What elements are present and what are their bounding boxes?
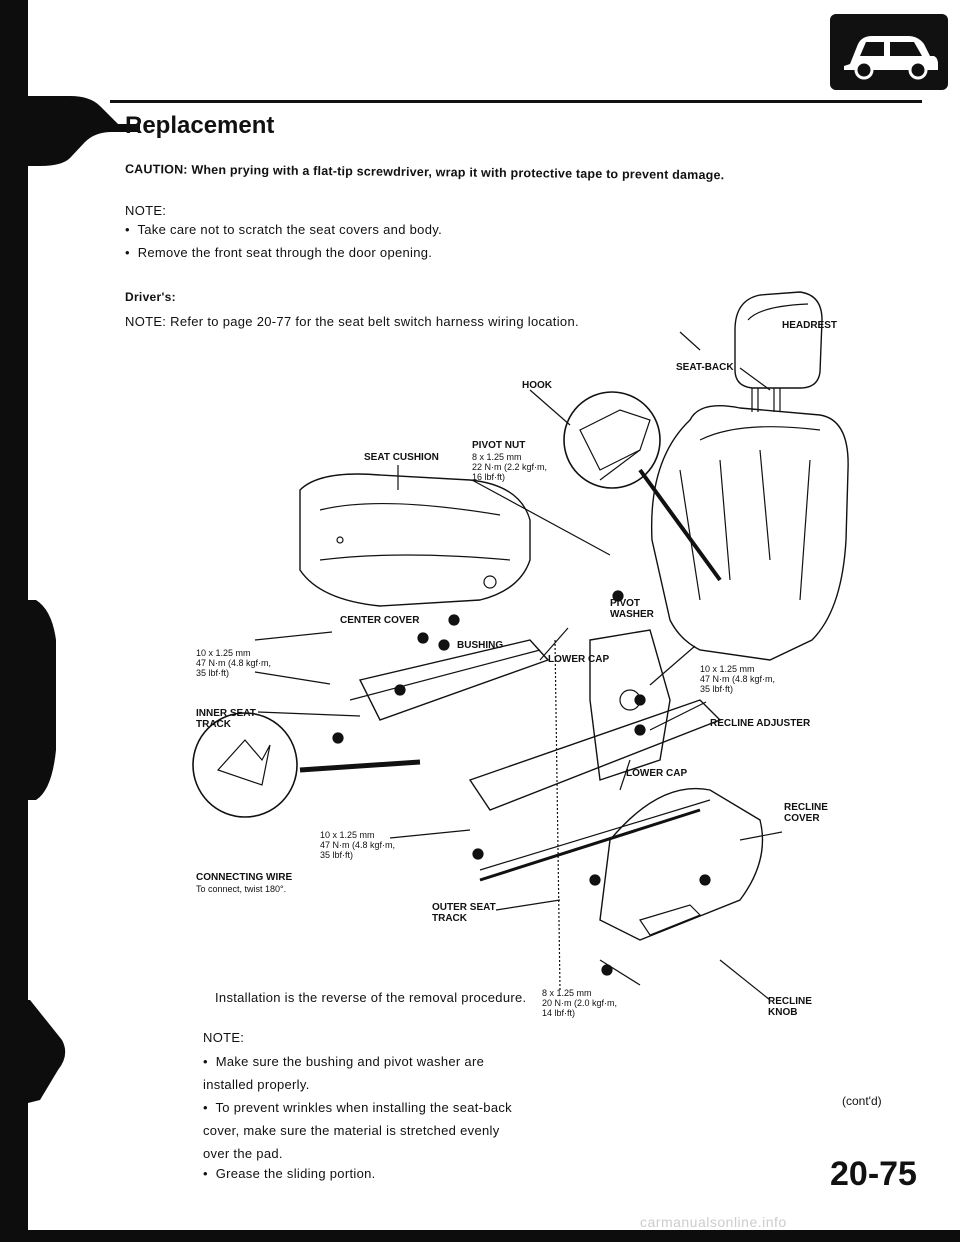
label-seat-back: SEAT-BACK (676, 362, 734, 373)
section-tab-shape (0, 96, 140, 166)
header-rule (110, 100, 922, 103)
continued-label: (cont'd) (842, 1094, 882, 1108)
label-recline-knob: RECLINE KNOB (768, 996, 812, 1018)
installation-text: Installation is the reverse of the remov… (215, 990, 527, 1005)
page-title: Replacement (125, 112, 275, 139)
note-item: • Remove the front seat through the door… (125, 245, 433, 260)
spec-bolt-left: 10 x 1.25 mm 47 N·m (4.8 kgf·m, 35 lbf·f… (196, 648, 272, 678)
label-lower-cap-2: LOWER CAP (626, 768, 688, 779)
section-tab-shape (0, 600, 56, 800)
note-label: NOTE: (125, 203, 167, 218)
section-tab-shape (0, 1000, 66, 1110)
label-bushing: BUSHING (457, 640, 504, 651)
label-outer-seat-track: OUTER SEAT TRACK (432, 902, 496, 924)
spec-bolt-right: 10 x 1.25 mm 47 N·m (4.8 kgf·m, 35 lbf·f… (700, 664, 776, 694)
note-item-text: Take care not to scratch the seat covers… (137, 222, 442, 237)
installation-note-text: To prevent wrinkles when installing the … (203, 1100, 512, 1161)
label-lower-cap: LOWER CAP (548, 654, 610, 665)
connecting-wire-note: To connect, twist 180°. (196, 884, 287, 894)
label-center-cover: CENTER COVER (340, 615, 420, 626)
installation-note-item: • Grease the sliding portion. (203, 1166, 376, 1181)
installation-note-text: Grease the sliding portion. (215, 1166, 376, 1181)
label-hook: HOOK (522, 380, 552, 391)
installation-note-text: Make sure the bushing and pivot washer a… (203, 1054, 485, 1092)
label-pivot-washer: PIVOT WASHER (610, 598, 654, 620)
spec-bolt-center: 10 x 1.25 mm 47 N·m (4.8 kgf·m, 35 lbf·f… (320, 830, 396, 860)
label-seat-cushion: SEAT CUSHION (364, 452, 439, 463)
bottom-binding-bar (0, 1230, 960, 1242)
label-recline-cover: RECLINE COVER (784, 802, 828, 824)
page-number: 20-75 (830, 1155, 917, 1193)
label-inner-seat-track: INNER SEAT TRACK (196, 708, 256, 730)
installation-note-item: • Make sure the bushing and pivot washer… (203, 1054, 485, 1092)
spec-pivot-nut: 8 x 1.25 mm 22 N·m (2.2 kgf·m, 16 lbf·ft… (472, 452, 548, 482)
watermark: carmanualsonline.info (640, 1214, 787, 1230)
label-pivot-nut: PIVOT NUT (472, 440, 526, 451)
note-item-text: Remove the front seat through the door o… (137, 245, 433, 260)
label-headrest: HEADREST (782, 320, 838, 331)
label-recline-adjuster: RECLINE ADJUSTER (710, 718, 811, 729)
drivers-note: NOTE: Refer to page 20-77 for the seat b… (125, 314, 579, 329)
installation-note-label: NOTE: (203, 1030, 245, 1045)
car-icon (830, 14, 948, 90)
installation-note-item: • To prevent wrinkles when installing th… (203, 1100, 512, 1161)
label-connecting-wire: CONNECTING WIRE (196, 872, 293, 883)
drivers-heading: Driver's: (125, 290, 176, 304)
note-item: • Take care not to scratch the seat cove… (125, 222, 442, 237)
spec-bolt-bottom: 8 x 1.25 mm 20 N·m (2.0 kgf·m, 14 lbf·ft… (542, 988, 618, 1018)
